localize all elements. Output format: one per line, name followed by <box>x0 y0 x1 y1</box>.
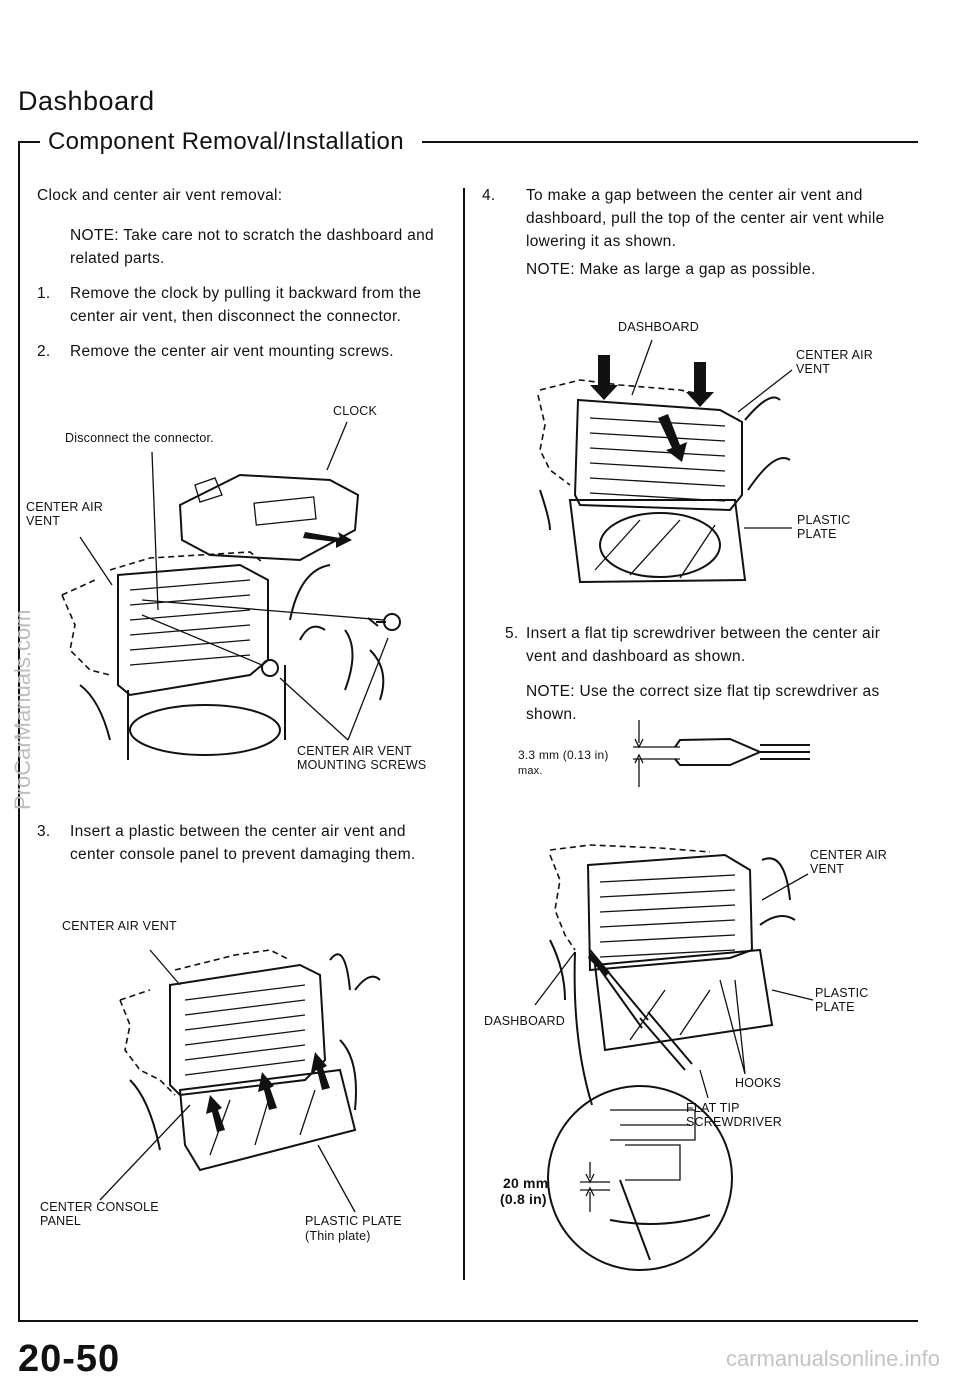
label-depth-mm: 20 mm <box>503 1175 549 1191</box>
step-text: Remove the center air vent mounting scre… <box>70 343 394 360</box>
watermark-side: ProCarManuals.com <box>10 609 35 810</box>
page-frame-bottom <box>18 1320 918 1322</box>
label-center-air-vent: CENTER AIR VENT <box>26 500 104 528</box>
label-dashboard: DASHBOARD <box>484 1014 565 1028</box>
watermark-bottom: carmanualsonline.info <box>725 1346 940 1371</box>
page-number: 20-50 <box>18 1338 121 1380</box>
figure-plastic-insert <box>99 949 381 1213</box>
step-4: 4. To make a gap between the center air … <box>482 184 900 253</box>
label-mounting-screws: CENTER AIR VENT MOUNTING SCREWS <box>297 744 427 772</box>
step-number: 2. <box>37 343 51 360</box>
label-plastic-plate: PLASTIC PLATE <box>797 513 851 541</box>
note-4: NOTE: Make as large a gap as possible. <box>526 261 816 278</box>
header-rule-right <box>422 141 918 143</box>
label-hooks: HOOKS <box>735 1076 782 1090</box>
label-plastic-plate: PLASTIC PLATE <box>305 1214 402 1228</box>
section-subtitle: Component Removal/Installation <box>48 128 404 155</box>
label-center-console-panel: CENTER CONSOLE PANEL <box>40 1200 159 1228</box>
label-center-air-vent: CENTER AIR VENT <box>796 348 874 376</box>
step-number: 3. <box>37 823 51 840</box>
label-center-air-vent: CENTER AIR VENT <box>810 848 888 876</box>
label-disconnect: Disconnect the connector. <box>65 431 214 445</box>
step-text: Insert a plastic between the center air … <box>70 823 416 863</box>
step-1: 1. Remove the clock by pulling it backwa… <box>37 282 442 328</box>
figure-screwdriver-insert <box>534 844 814 1271</box>
note-text: NOTE: Take care not to scratch the dashb… <box>70 227 434 267</box>
screwdriver-size: 3.3 mm (0.13 in) <box>518 748 609 762</box>
label-plastic-plate: PLASTIC PLATE <box>815 986 869 1014</box>
figure-clock-removal <box>61 421 401 760</box>
step-2: 2. Remove the center air vent mounting s… <box>37 340 442 363</box>
label-depth-in: (0.8 in) <box>500 1191 547 1207</box>
label-dashboard: DASHBOARD <box>618 320 699 334</box>
step-number: 4. <box>482 187 496 204</box>
label-clock: CLOCK <box>333 404 378 418</box>
column-divider <box>463 188 465 1280</box>
figure-vent-gap <box>537 339 793 584</box>
page-frame-left <box>18 142 20 1322</box>
step-text: Remove the clock by pulling it backward … <box>70 285 422 325</box>
figure-screwdriver-tip <box>633 720 810 787</box>
page-title: Dashboard <box>18 86 155 116</box>
label-center-air-vent: CENTER AIR VENT <box>62 919 177 933</box>
step-text: To make a gap between the center air ven… <box>526 187 885 250</box>
step-5: 5. Insert a flat tip screwdriver between… <box>505 622 903 668</box>
step-3: 3. Insert a plastic between the center a… <box>37 820 442 866</box>
label-thin-plate: (Thin plate) <box>305 1229 371 1243</box>
header-rule-left <box>18 141 40 143</box>
screwdriver-max: max. <box>518 765 543 777</box>
step-number: 1. <box>37 285 51 302</box>
intro-text: Clock and center air vent removal: <box>37 187 283 204</box>
step-number: 5. <box>505 625 519 642</box>
step-text: Insert a flat tip screwdriver between th… <box>526 625 881 665</box>
note-5: NOTE: Use the correct size flat tip scre… <box>526 683 880 723</box>
